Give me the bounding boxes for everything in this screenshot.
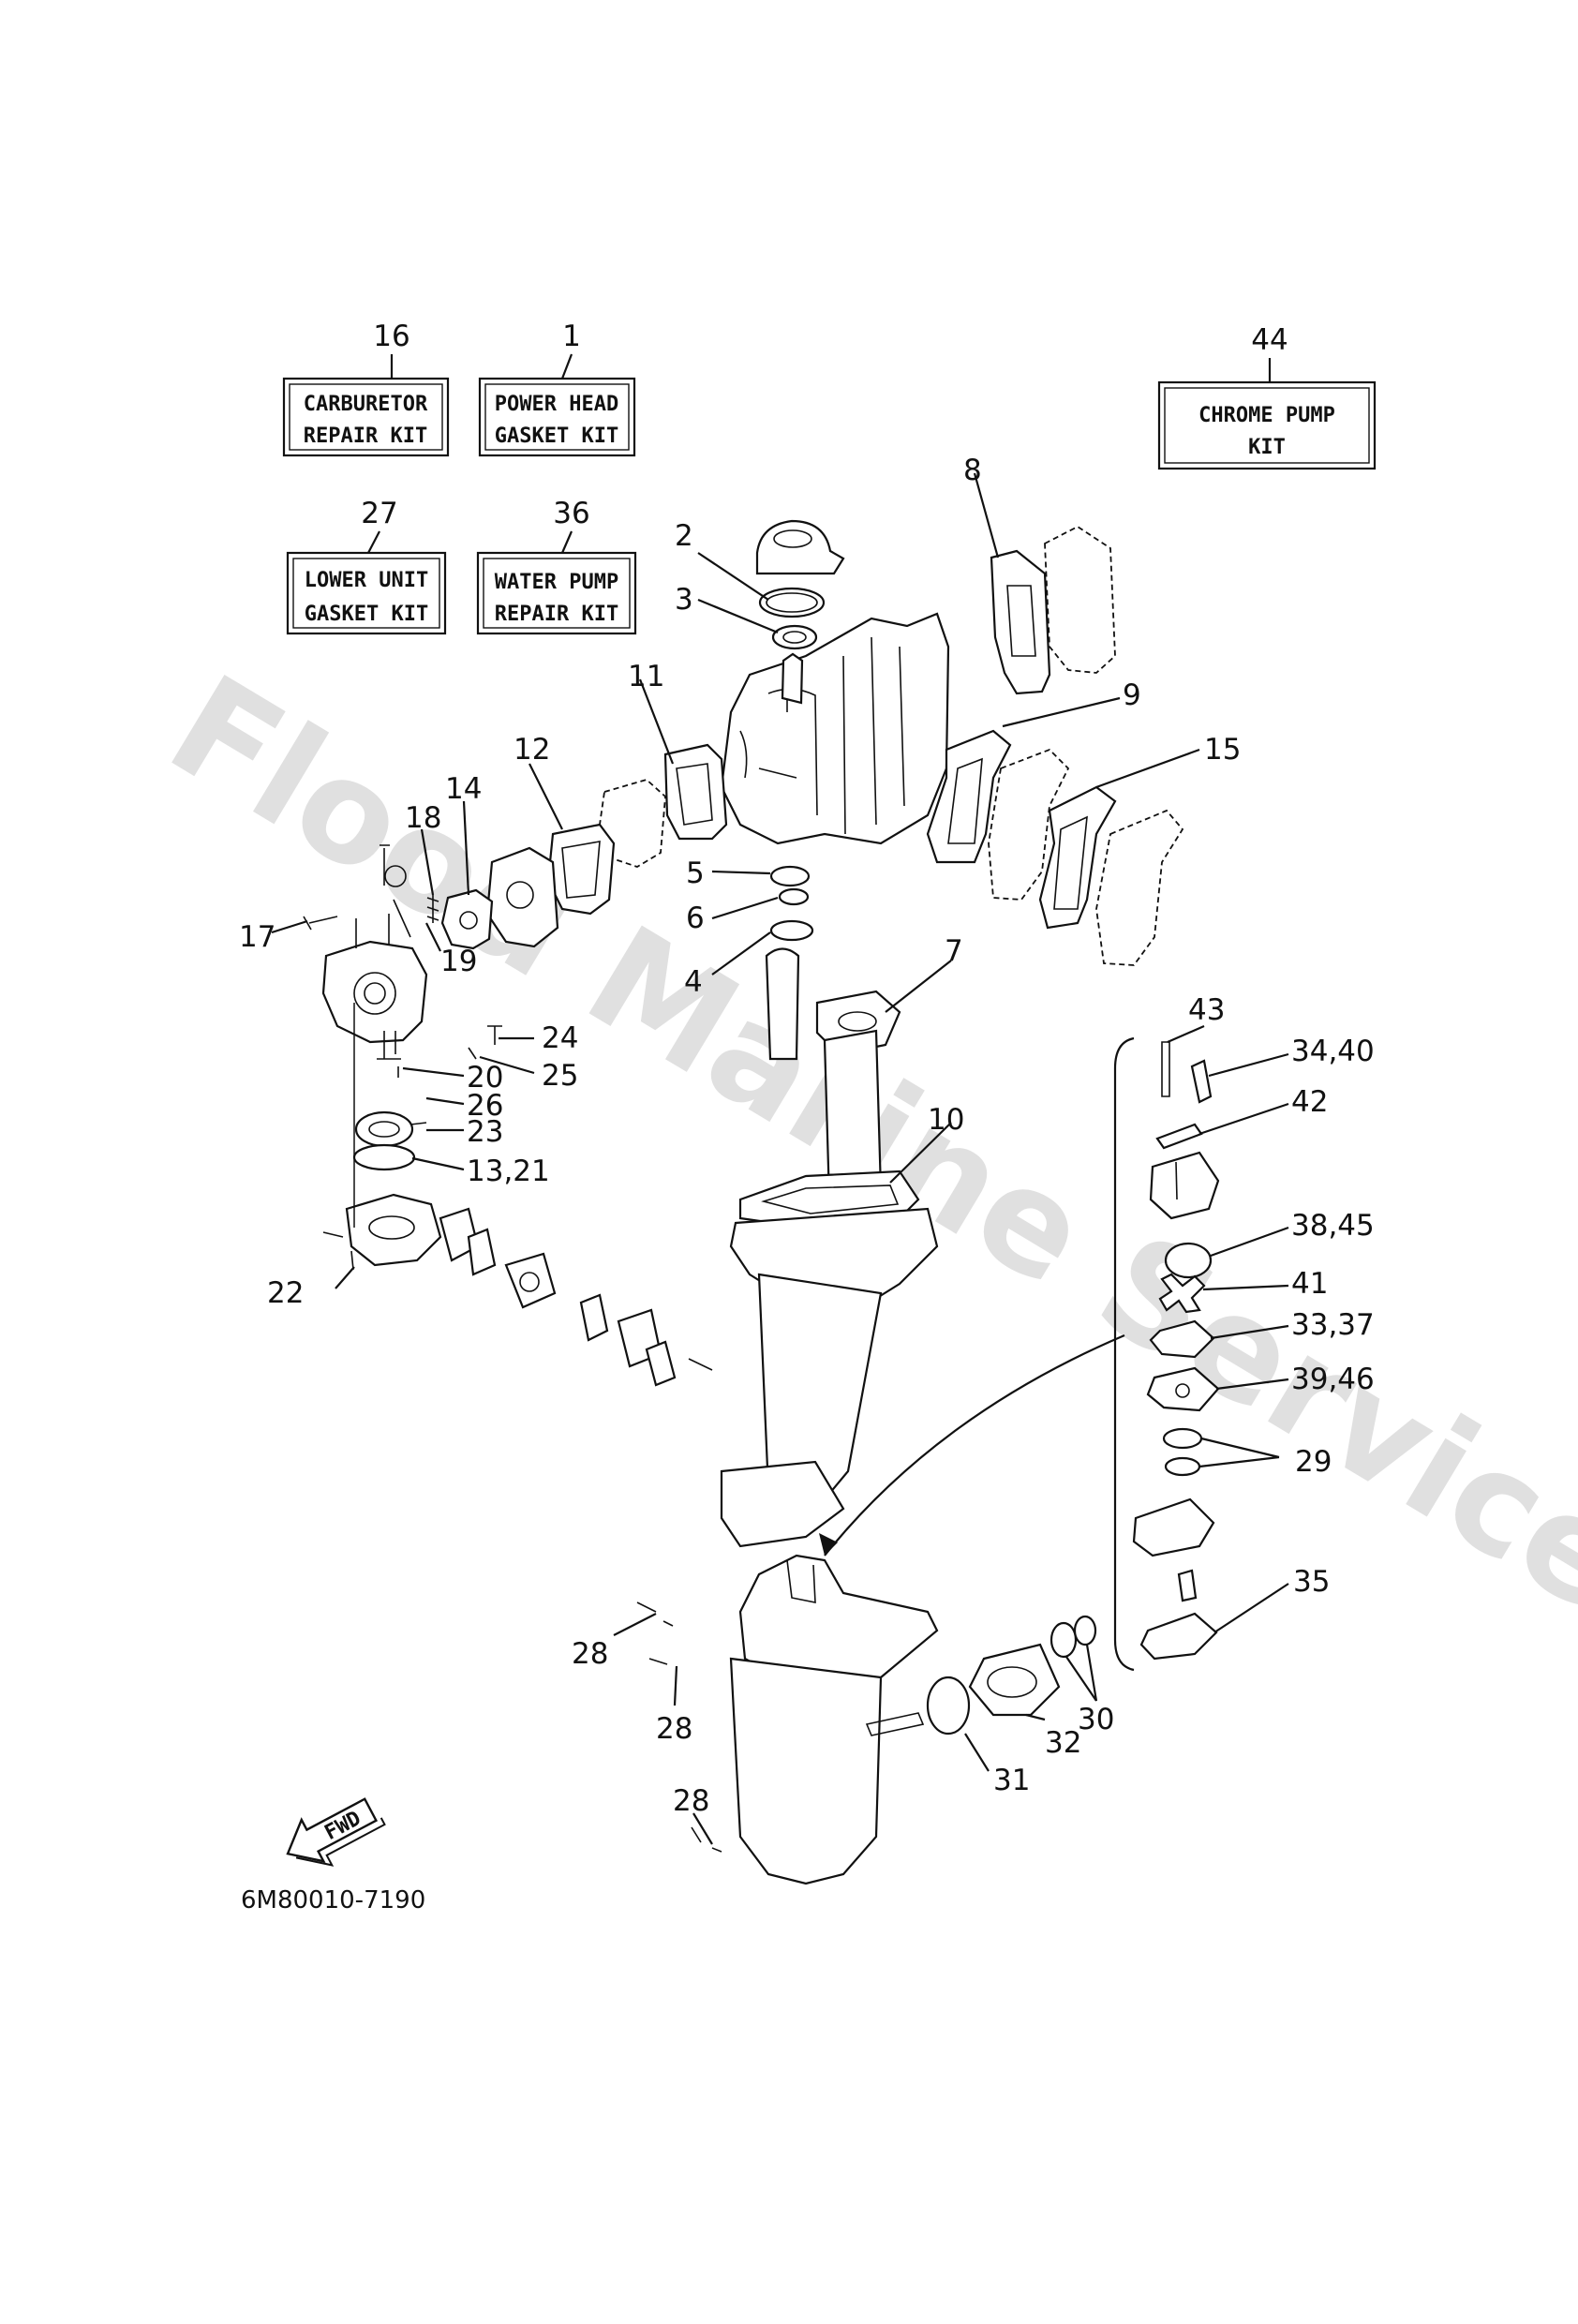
callout-label: 2 xyxy=(675,519,693,553)
callout-label: 12 xyxy=(514,733,550,767)
callout-label: 43 xyxy=(1188,993,1225,1027)
callout-label: 10 xyxy=(928,1103,964,1137)
fwd-arrow-icon: FWD xyxy=(286,1797,386,1867)
kit-label-line1: CHROME PUMP xyxy=(1198,404,1335,427)
water-pump-parts xyxy=(1113,1036,1220,1672)
callout-label: 38,45 xyxy=(1291,1209,1375,1243)
kit-number: 1 xyxy=(562,320,581,353)
driveshaft-housing xyxy=(720,865,1125,1557)
callout-label: 5 xyxy=(686,857,705,890)
kit-box-carburetor: 16 CARBURETOR REPAIR KIT xyxy=(282,320,450,457)
kit-box-chrome-pump: 44 CHROME PUMP KIT xyxy=(1157,323,1377,470)
callout-labels: 2 3 8 11 9 12 15 14 18 5 6 17 19 4 7 24 … xyxy=(239,454,1375,1818)
callout-label: 25 xyxy=(542,1059,578,1093)
kit-label-line1: POWER HEAD xyxy=(495,393,618,416)
kit-number: 27 xyxy=(361,497,397,530)
kit-label-line2: GASKET KIT xyxy=(305,603,428,626)
callout-label: 33,37 xyxy=(1291,1308,1375,1342)
callout-label: 39,46 xyxy=(1291,1363,1375,1396)
leader-lines xyxy=(271,472,1289,1845)
kit-box-lower-unit: 27 LOWER UNIT GASKET KIT xyxy=(286,497,447,635)
callout-label: 18 xyxy=(405,801,441,835)
callout-label: 31 xyxy=(993,1764,1030,1797)
callout-label: 6 xyxy=(686,901,705,935)
callout-label: 32 xyxy=(1045,1726,1081,1760)
callout-label: 23 xyxy=(467,1115,503,1149)
callout-label: 20 xyxy=(467,1061,503,1095)
callout-label: 28 xyxy=(572,1637,608,1671)
kit-number: 16 xyxy=(373,320,409,353)
callout-label: 7 xyxy=(945,934,963,968)
kit-box-power-head: 1 POWER HEAD GASKET KIT xyxy=(478,320,636,457)
kit-label-line1: LOWER UNIT xyxy=(305,569,428,592)
diagram-code: 6M80010-7190 xyxy=(241,1886,425,1914)
kit-label-line2: REPAIR KIT xyxy=(495,603,618,626)
callout-label: 22 xyxy=(267,1276,304,1310)
callout-label: 9 xyxy=(1123,678,1141,712)
callout-label: 24 xyxy=(542,1021,578,1055)
power-head-parts xyxy=(303,519,1184,1387)
callout-label: 30 xyxy=(1078,1703,1114,1736)
kit-label-line1: WATER PUMP xyxy=(495,571,618,594)
callout-label: 29 xyxy=(1295,1445,1332,1479)
callout-label: 3 xyxy=(675,583,693,617)
callout-label: 4 xyxy=(684,965,703,999)
kit-number: 44 xyxy=(1251,323,1288,357)
callout-label: 8 xyxy=(963,454,982,487)
callout-label: 11 xyxy=(628,660,664,693)
callout-label: 15 xyxy=(1204,733,1241,767)
callout-label: 14 xyxy=(445,772,482,806)
kit-number: 36 xyxy=(553,497,589,530)
callout-label: 13,21 xyxy=(467,1155,550,1188)
callout-label: 42 xyxy=(1291,1085,1328,1119)
kit-label-line2: KIT xyxy=(1248,436,1286,459)
callout-label: 41 xyxy=(1291,1267,1328,1301)
kit-label-line2: REPAIR KIT xyxy=(304,425,427,448)
callout-label: 34,40 xyxy=(1291,1035,1375,1068)
callout-label: 19 xyxy=(440,945,477,978)
kit-label-line1: CARBURETOR xyxy=(304,393,428,416)
callout-label: 28 xyxy=(673,1784,709,1818)
callout-label: 28 xyxy=(656,1712,692,1746)
lower-unit xyxy=(636,1554,1097,1885)
callout-label: 35 xyxy=(1293,1565,1330,1599)
callout-label: 26 xyxy=(467,1089,503,1123)
kit-label-line2: GASKET KIT xyxy=(495,425,618,448)
kit-box-water-pump: 36 WATER PUMP REPAIR KIT xyxy=(476,497,637,635)
callout-label: 17 xyxy=(239,920,275,954)
